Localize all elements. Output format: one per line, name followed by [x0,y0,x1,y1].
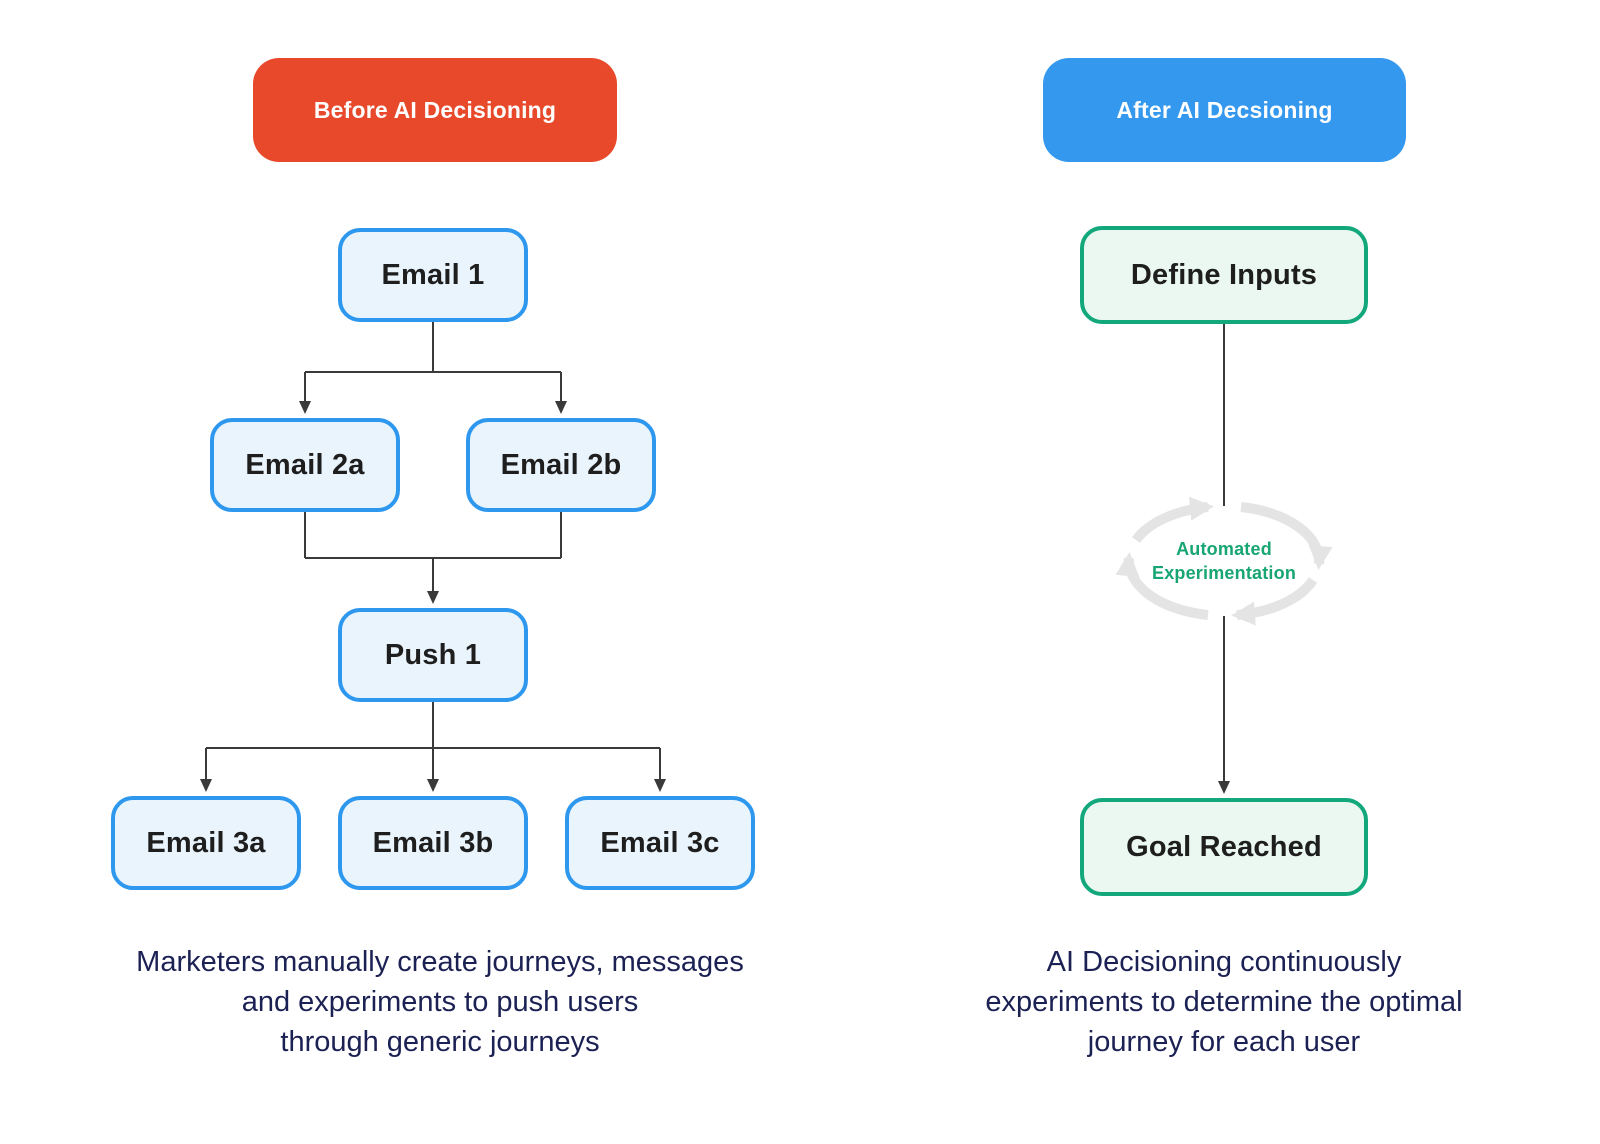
left-tree-connectors [200,322,666,792]
node-email-3a: Email 3a [111,796,301,890]
loop-label-line-1: Automated [1176,539,1272,559]
node-push-1: Push 1 [338,608,528,702]
after-caption-line-2: experiments to determine the optimal [985,986,1463,1018]
node-email-3c: Email 3c [565,796,755,890]
after-caption-line-1: AI Decisioning continuously [1046,946,1402,978]
loop-arc [1131,496,1214,544]
after-caption: AI Decisioning continuously experiments … [866,942,1582,1062]
before-caption-line-2: and experiments to push users [241,986,639,1018]
before-caption-line-3: through generic journeys [280,1026,600,1058]
node-email-2b: Email 2b [466,418,656,512]
after-header-pill: After AI Decsioning [1043,58,1406,162]
node-email-2a: Email 2a [210,418,400,512]
node-email-1: Email 1 [338,228,528,322]
loop-label-line-2: Experimentation [1151,563,1297,583]
before-header-pill: Before AI Decisioning [253,58,617,162]
after-caption-line-3: journey for each user [1087,1026,1361,1058]
before-caption-line-1: Marketers manually create journeys, mess… [136,946,744,978]
node-goal-reached: Goal Reached [1080,798,1368,896]
loop-arc [1231,577,1318,626]
node-email-3b: Email 3b [338,796,528,890]
automated-experimentation-label: Automated Experimentation [1104,537,1344,585]
node-define-inputs: Define Inputs [1080,226,1368,324]
before-caption: Marketers manually create journeys, mess… [82,942,798,1062]
